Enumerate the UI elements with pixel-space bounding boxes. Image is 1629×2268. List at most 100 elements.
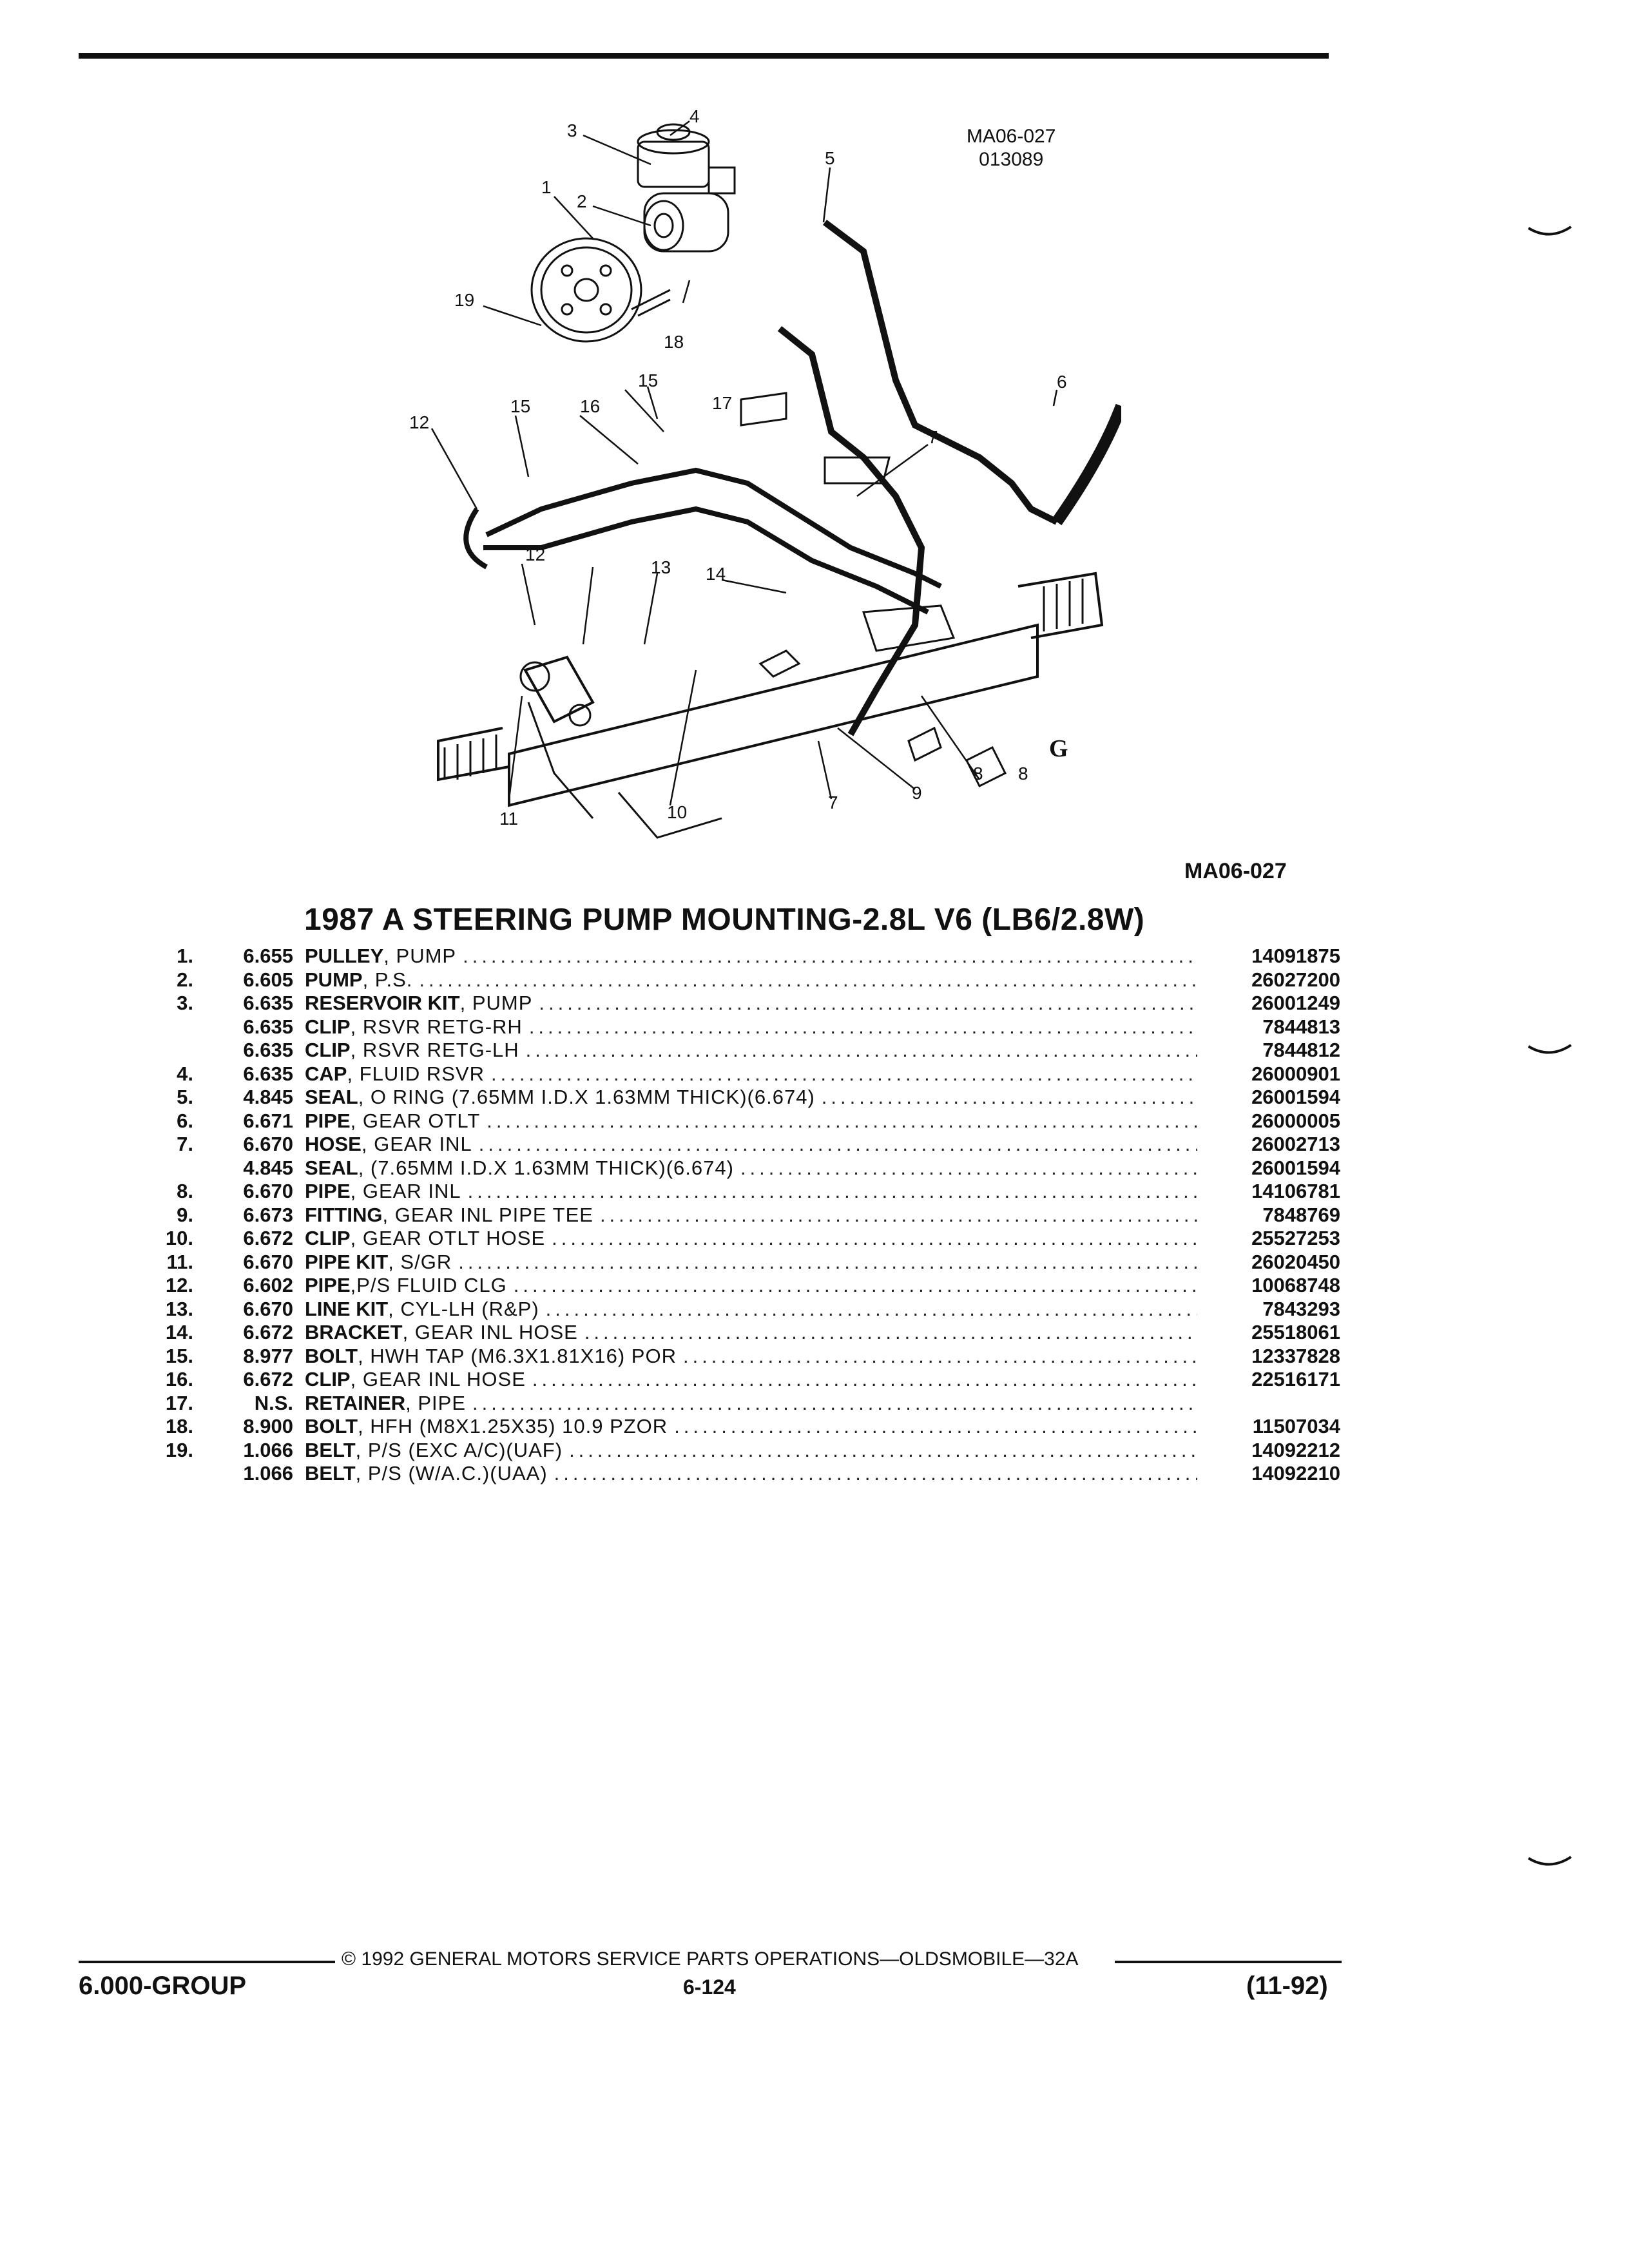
part-spec: , GEAR OTLT — [350, 1109, 481, 1132]
callout-labels: 1 2 3 4 5 6 7 7 8 8 9 10 11 12 12 13 14 … — [409, 106, 1067, 829]
part-name: SEAL — [305, 1156, 358, 1179]
callout-11: 11 — [499, 809, 518, 829]
item-number: 1. — [177, 945, 193, 967]
callout-7b: 7 — [828, 793, 838, 812]
part-description: PIPE, GEAR INL..........................… — [300, 1180, 1205, 1203]
group-number: 6.635 — [243, 992, 293, 1014]
part-description: CLIP, RSVR RETG-RH......................… — [300, 1015, 1205, 1039]
part-number: 26001249 — [1251, 992, 1340, 1014]
part-name: BELT — [305, 1438, 356, 1461]
leader-dots: ........................................… — [740, 1156, 1197, 1179]
leader-dots: ........................................… — [478, 1133, 1197, 1155]
callout-3: 3 — [567, 120, 577, 140]
part-spec: , RSVR RETG-LH — [350, 1039, 519, 1061]
part-description: PIPE,P/S FLUID CLG......................… — [300, 1274, 1205, 1297]
pulley-drawing — [530, 237, 642, 343]
part-spec: , GEAR INL — [361, 1133, 472, 1155]
part-description: HOSE, GEAR INL..........................… — [300, 1133, 1205, 1156]
part-number: 25518061 — [1251, 1321, 1340, 1343]
part-description: FITTING, GEAR INL PIPE TEE..............… — [300, 1204, 1205, 1227]
leader-dots: ........................................… — [682, 1344, 1197, 1367]
part-name: PIPE KIT — [305, 1250, 389, 1273]
leader-dots: ........................................… — [821, 1086, 1197, 1108]
parts-row: 7. 6.670 HOSE, GEAR INL...................… — [103, 1133, 1340, 1157]
group-number: 8.900 — [243, 1415, 293, 1437]
part-number: 12337828 — [1251, 1344, 1340, 1367]
leader-dots: ........................................… — [458, 1250, 1197, 1273]
item-number: 18. — [165, 1415, 193, 1437]
group-number: 1.066 — [243, 1438, 293, 1461]
leader-dots: ........................................… — [599, 1203, 1197, 1226]
leader-dots: ........................................… — [532, 1368, 1197, 1390]
callout-10: 10 — [667, 802, 687, 822]
group-number: 6.672 — [243, 1321, 293, 1343]
clip-16-drawing — [824, 456, 891, 485]
item-number: 12. — [165, 1274, 193, 1296]
retainer-17-drawing — [758, 649, 801, 678]
item-number: 2. — [177, 968, 193, 991]
group-number: 6.602 — [243, 1274, 293, 1296]
item-number: 9. — [177, 1203, 193, 1226]
group-number: N.S. — [254, 1391, 293, 1414]
part-spec: , FLUID RSVR — [347, 1062, 485, 1085]
part-spec: , GEAR INL HOSE — [402, 1321, 578, 1343]
part-number: 14106781 — [1251, 1180, 1340, 1202]
steering-pump-diagram: 1 2 3 4 5 6 7 7 8 8 9 10 11 12 12 13 14 … — [361, 97, 1127, 857]
part-name: CLIP — [305, 1227, 351, 1249]
cooling-pipe-drawing — [485, 467, 942, 589]
group-number: 6.673 — [243, 1203, 293, 1226]
part-description: PUMP, P.S...............................… — [300, 968, 1205, 992]
group-number: 6.670 — [243, 1180, 293, 1202]
bracket-14-drawing — [862, 604, 956, 652]
callout-5: 5 — [825, 148, 835, 168]
part-name: RETAINER — [305, 1391, 406, 1414]
item-number: 5. — [177, 1086, 193, 1108]
group-number: 8.977 — [243, 1344, 293, 1367]
item-number: 7. — [177, 1133, 193, 1155]
part-spec: , PUMP — [383, 945, 457, 967]
hose-6-drawing — [1052, 403, 1127, 526]
part-number: 26001594 — [1251, 1156, 1340, 1179]
part-number: 26000005 — [1251, 1109, 1340, 1132]
part-description: LINE KIT, CYL-LH (R&P)..................… — [300, 1298, 1205, 1321]
part-spec: , P/S (W/A.C.)(UAA) — [355, 1462, 548, 1485]
part-number: 14091875 — [1251, 945, 1340, 967]
callout-19: 19 — [454, 290, 474, 310]
retainer-top-drawing — [740, 392, 787, 427]
figure-code-top: MA06-027 013089 — [967, 125, 1055, 171]
leader-dots: ........................................… — [584, 1321, 1197, 1343]
part-spec: , HFH (M8X1.25X35) 10.9 PZOR — [358, 1415, 668, 1437]
binder-mark — [1527, 1044, 1572, 1054]
part-number: 7844813 — [1262, 1015, 1340, 1038]
part-description: RESERVOIR KIT, PUMP.....................… — [300, 992, 1205, 1015]
callout-14: 14 — [706, 564, 726, 584]
part-name: LINE KIT — [305, 1297, 389, 1320]
parts-row: 9. 6.673 FITTING, GEAR INL PIPE TEE.......… — [103, 1204, 1340, 1227]
parts-row: 12. 6.602 PIPE,P/S FLUID CLG..............… — [103, 1274, 1340, 1298]
gm-g-logo: G — [1049, 735, 1068, 762]
part-spec: , GEAR INL HOSE — [350, 1368, 526, 1390]
footer-rule-left — [79, 1961, 335, 1963]
part-number: 14092210 — [1251, 1462, 1340, 1485]
callout-13: 13 — [651, 557, 671, 577]
gear-inlet-hose-drawing — [777, 326, 925, 736]
part-name: BOLT — [305, 1344, 358, 1367]
leader-dots: ........................................… — [528, 1015, 1197, 1038]
part-name: PIPE — [305, 1274, 351, 1296]
part-name: BELT — [305, 1462, 356, 1485]
leader-dots: ........................................… — [525, 1039, 1197, 1061]
group-number: 4.845 — [243, 1086, 293, 1108]
group-number: 6.635 — [243, 1015, 293, 1038]
part-number: 25527253 — [1251, 1227, 1340, 1249]
bolt-drawing — [631, 289, 671, 317]
group-number: 6.670 — [243, 1133, 293, 1155]
part-description: BELT, P/S (EXC A/C)(UAF)................… — [300, 1439, 1205, 1462]
leader-dots: ........................................… — [674, 1415, 1197, 1437]
part-description: SEAL, O RING (7.65MM I.D.X 1.63MM THICK)… — [300, 1086, 1205, 1109]
